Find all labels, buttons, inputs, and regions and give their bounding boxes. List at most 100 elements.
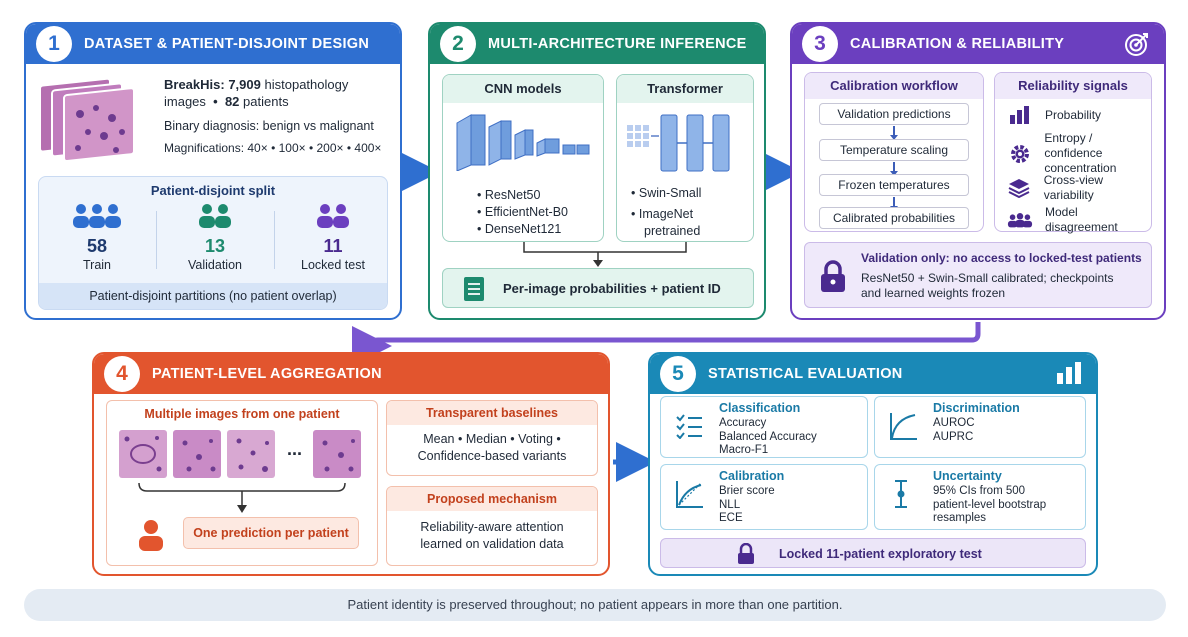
discrimination-metrics: AUROC AUPRC xyxy=(933,417,975,444)
binary-diagnosis: Binary diagnosis: benign vs malignant xyxy=(164,119,374,133)
patient-images-box: Multiple images from one patient ... On xyxy=(106,400,378,566)
note-line: and learned weights frozen xyxy=(861,286,1006,300)
discrimination-block: Discrimination AUROC AUPRC xyxy=(874,396,1086,458)
signal-label: concentration xyxy=(1044,161,1117,175)
panel-dataset-design: 1 DATASET & PATIENT-DISJOINT DESIGN Brea… xyxy=(24,22,402,320)
checklist-icon xyxy=(676,414,702,439)
metric-item: patient-level bootstrap xyxy=(933,498,1047,511)
step-number-4: 4 xyxy=(104,356,140,392)
baselines-line: Confidence-based variants xyxy=(417,449,567,463)
images-label: images xyxy=(164,94,206,109)
people-icon xyxy=(1007,213,1033,228)
validation-label: Validation xyxy=(188,258,242,272)
uncertainty-metrics: 95% CIs from 500 patient-level bootstrap… xyxy=(933,485,1046,526)
split-validation: 13 Validation xyxy=(157,203,273,279)
target-icon xyxy=(1125,33,1148,56)
signal-label: Cross-view variability xyxy=(1043,173,1104,202)
step-number-3: 3 xyxy=(802,26,838,62)
panel-5-header: 5 STATISTICAL EVALUATION xyxy=(650,354,1096,394)
bar-chart-icon xyxy=(1010,106,1029,124)
mechanism-line: Reliability-aware attention xyxy=(420,520,564,534)
panel-2-title: MULTI-ARCHITECTURE INFERENCE xyxy=(488,36,747,52)
metric-item: Brier score xyxy=(719,485,775,497)
mechanism-line: learned on validation data xyxy=(420,537,564,551)
image-count-suffix: histopathology xyxy=(264,77,349,92)
footer-note: Patient identity is preserved throughout… xyxy=(24,589,1166,621)
signal-probability: Probability xyxy=(1007,105,1101,125)
split-divider xyxy=(156,211,157,269)
workflow-step-3: Frozen temperatures xyxy=(819,174,969,196)
roc-curve-icon xyxy=(890,413,917,440)
workflow-step-2: Temperature scaling xyxy=(819,139,969,161)
mechanism-body: Reliability-aware attention learned on v… xyxy=(387,519,597,553)
panel-inference: 2 MULTI-ARCHITECTURE INFERENCE CNN model… xyxy=(428,22,766,320)
panel-4-title: PATIENT-LEVEL AGGREGATION xyxy=(152,366,382,382)
baselines-box: Transparent baselines Mean • Median • Vo… xyxy=(386,400,598,476)
image-count: 7,909 xyxy=(228,77,261,92)
validation-note-body: ResNet50 + Swin-Small calibrated; checkp… xyxy=(861,271,1113,301)
panel-3-header: 3 CALIBRATION & RELIABILITY xyxy=(792,24,1164,64)
dataset-name: BreakHis: xyxy=(164,77,225,92)
aggregation-bracket xyxy=(138,483,346,513)
train-count: 58 xyxy=(86,236,108,256)
transformer-blocks-icon xyxy=(627,114,730,172)
patient-split-box: Patient-disjoint split 58 Train 13 Valid… xyxy=(38,176,388,310)
signals-title: Reliability signals xyxy=(995,73,1151,99)
model-efficientnet-b0: EfficientNet-B0 xyxy=(477,204,568,221)
signal-disagreement: Model disagreement xyxy=(1007,205,1151,235)
metric-item: Accuracy xyxy=(719,417,767,429)
split-train: 58 Train xyxy=(39,203,155,279)
panel-5-title: STATISTICAL EVALUATION xyxy=(708,366,903,382)
panel-1-header: 1 DATASET & PATIENT-DISJOINT DESIGN xyxy=(26,24,400,64)
metric-item: 95% CIs from 500 xyxy=(933,485,1026,497)
metric-item: AUROC xyxy=(933,417,975,429)
bullet-separator: • xyxy=(213,94,218,109)
cnn-title: CNN models xyxy=(443,75,603,103)
people-icon xyxy=(199,204,231,228)
baselines-title: Transparent baselines xyxy=(387,401,597,425)
step-number-5: 5 xyxy=(660,356,696,392)
transformer-box: Transformer Swin-Small • ImageNet pretra… xyxy=(616,74,754,242)
magnifications: Magnifications: 40× • 100× • 200× • 400× xyxy=(164,141,382,155)
signal-label: Model disagreement xyxy=(1045,205,1118,234)
people-icon xyxy=(317,204,349,228)
down-arrow-icon xyxy=(890,126,898,140)
document-icon xyxy=(464,277,484,301)
images-title: Multiple images from one patient xyxy=(144,407,340,421)
calibration-block: Calibration Brier score NLL ECE xyxy=(660,464,868,530)
model-resnet50: ResNet50 xyxy=(477,187,568,204)
panel-4-header: 4 PATIENT-LEVEL AGGREGATION xyxy=(94,354,608,394)
patient-icon xyxy=(139,520,163,551)
lock-icon xyxy=(738,543,754,564)
cnn-layers-icon xyxy=(456,114,590,171)
validation-note-box: Validation only: no access to locked-tes… xyxy=(804,242,1152,308)
down-arrow-icon xyxy=(890,197,898,211)
metric-item: Macro-F1 xyxy=(719,444,769,456)
locked-test-label: Locked test xyxy=(301,258,365,272)
workflow-step-4: Calibrated probabilities xyxy=(819,207,969,229)
discrimination-title: Discrimination xyxy=(933,401,1020,415)
train-label: Train xyxy=(82,258,111,272)
signal-cross-view: Cross-view variability xyxy=(1007,173,1151,203)
locked-test-count: 11 xyxy=(323,236,343,256)
classification-title: Classification xyxy=(719,401,801,415)
panel-aggregation: 4 PATIENT-LEVEL AGGREGATION Multiple ima… xyxy=(92,352,610,576)
panel-calibration: 3 CALIBRATION & RELIABILITY Calibration … xyxy=(790,22,1166,320)
cnn-model-list: ResNet50 EfficientNet-B0 DenseNet121 xyxy=(477,187,568,238)
pretrained-line1: ImageNet xyxy=(638,207,694,221)
split-locked-test: 11 Locked test xyxy=(275,203,391,279)
calibration-metrics: Brier score NLL ECE xyxy=(719,485,775,526)
baselines-body: Mean • Median • Voting • Confidence-base… xyxy=(387,431,597,465)
workflow-step-1: Validation predictions xyxy=(819,103,969,125)
patients-label: patients xyxy=(243,94,289,109)
split-title: Patient-disjoint split xyxy=(150,183,276,198)
note-line: ResNet50 + Swin-Small calibrated; checkp… xyxy=(861,271,1114,285)
ellipsis: ... xyxy=(287,439,303,459)
validation-count: 13 xyxy=(204,236,226,256)
transformer-model-list: Swin-Small xyxy=(631,185,702,202)
histology-tiles xyxy=(119,430,361,478)
baselines-line: Mean • Median • Voting • xyxy=(423,432,561,446)
people-icon xyxy=(73,204,121,228)
mechanism-title: Proposed mechanism xyxy=(387,487,597,511)
